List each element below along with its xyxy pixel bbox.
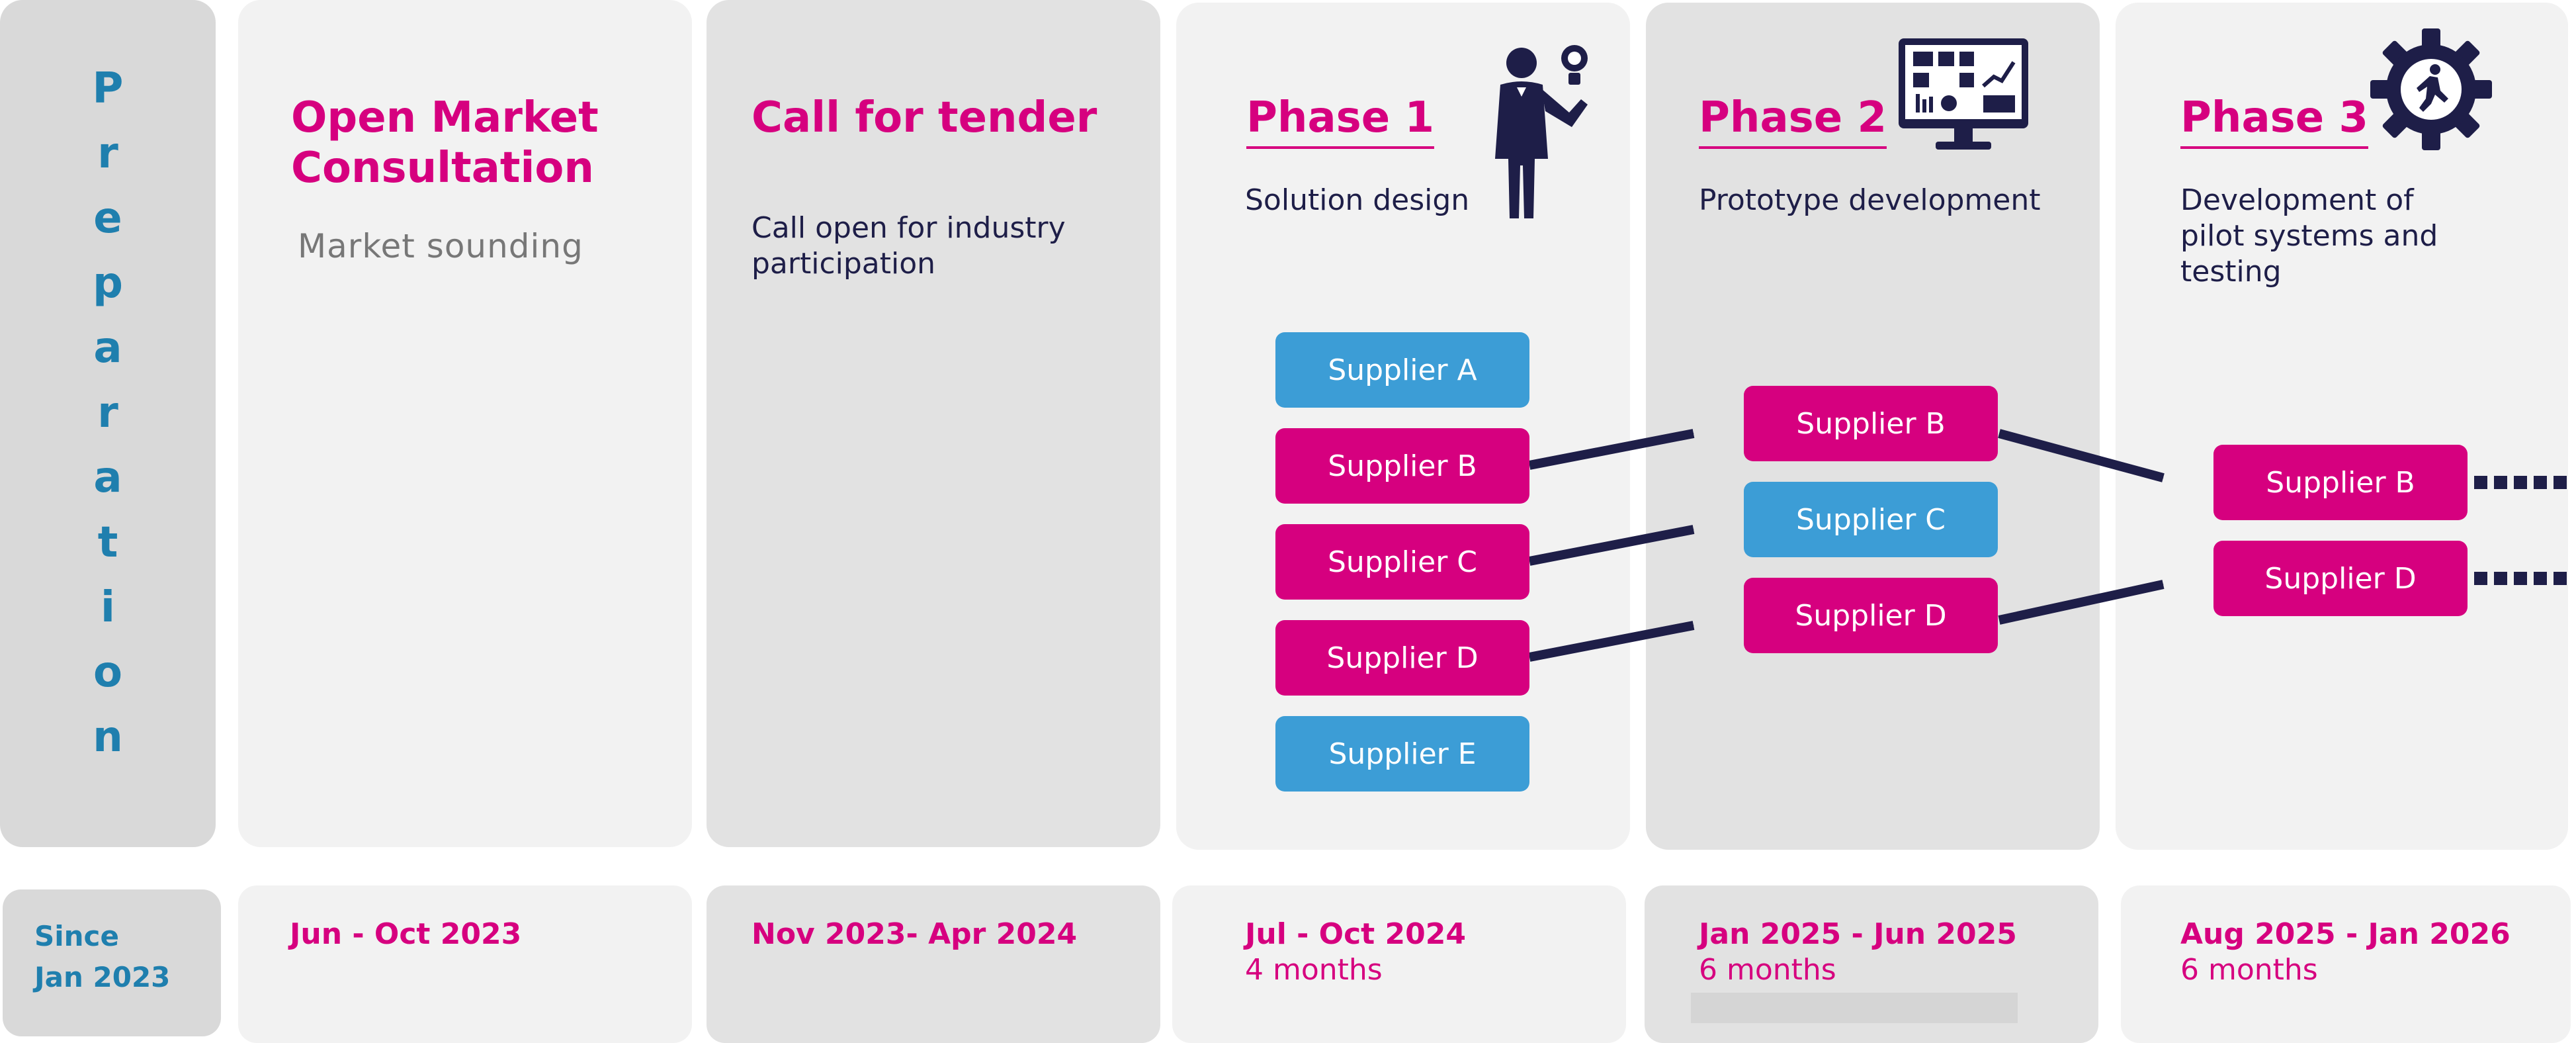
stage-panel-call-for-tender: [707, 0, 1160, 847]
arrow-supplier-d-phase2-to-phase3: [1998, 580, 2165, 625]
stage-title-phase-1: Phase 1: [1246, 93, 1434, 142]
duration-phase-2: 6 months: [1699, 953, 1836, 987]
stage-title-open-market: Open Market Consultation: [291, 93, 599, 193]
stage-title-phase-2: Phase 2: [1699, 93, 1887, 142]
prep-letter: r: [97, 129, 118, 178]
prep-letter: n: [93, 713, 123, 762]
date-panel-phase-3: [2121, 885, 2571, 1043]
phase3-supplier-d: Supplier D: [2213, 541, 2468, 616]
arrow-supplier-b-phase1-to-phase2: [1528, 429, 1695, 470]
phase2-supplier-d: Supplier D: [1744, 578, 1998, 653]
since-label: Since Jan 2023: [34, 920, 171, 993]
phase1-supplier-a: Supplier A: [1275, 332, 1529, 408]
phase2-supplier-b: Supplier B: [1744, 386, 1998, 461]
prep-letter: e: [93, 194, 122, 243]
duration-phase-1: 4 months: [1245, 953, 1383, 987]
arrow-supplier-b-phase2-to-phase3: [1998, 429, 2165, 482]
prep-letter: p: [93, 259, 123, 308]
businessman-idea-icon: [1482, 33, 1601, 218]
stage-title-phase-3: Phase 3: [2180, 93, 2368, 142]
arrow-supplier-d-phase1-to-phase2: [1528, 621, 1695, 662]
prep-letter: o: [93, 648, 122, 697]
stage-panel-phase-3: [2116, 3, 2568, 850]
prep-letter: r: [97, 388, 118, 437]
gear-runner-icon: [2370, 26, 2492, 152]
date-phase-2: Jan 2025 - Jun 2025: [1699, 917, 2017, 951]
since-panel: [3, 889, 221, 1036]
date-call-for-tender: Nov 2023- Apr 2024: [751, 917, 1078, 951]
stage-title-call-for-tender: Call for tender: [751, 93, 1097, 142]
date-panel-call-for-tender: [707, 885, 1160, 1043]
stage-panel-open-market: [238, 0, 692, 847]
prep-letter: P: [92, 64, 124, 113]
date-open-market: Jun - Oct 2023: [290, 917, 522, 951]
preparation-panel: P r e p a r a t i o n: [0, 0, 216, 847]
stage-desc-open-market: Market sounding: [298, 227, 583, 265]
date-panel-phase-1: [1172, 885, 1626, 1043]
stage-panel-phase-1: [1176, 3, 1630, 850]
redacted-bar: [1691, 993, 2018, 1023]
continuation-dots: [2474, 476, 2567, 585]
stage-desc-call-for-tender: Call open for industry participation: [751, 211, 1066, 281]
duration-phase-3: 6 months: [2180, 953, 2318, 987]
prep-letter: i: [101, 583, 115, 632]
phase3-supplier-b: Supplier B: [2213, 445, 2468, 520]
date-phase-1: Jul - Oct 2024: [1245, 917, 1466, 951]
stage-desc-phase-1: Solution design: [1245, 183, 1470, 217]
date-panel-open-market: [238, 885, 692, 1043]
arrow-supplier-c-phase1-to-phase2: [1528, 525, 1695, 566]
prep-letter: t: [97, 518, 118, 567]
phase1-supplier-b: Supplier B: [1275, 428, 1529, 504]
prep-letter: a: [93, 453, 122, 502]
stage-desc-phase-3: Development of pilot systems and testing: [2180, 183, 2438, 289]
flow-arrow: [1528, 429, 2165, 662]
preparation-label: P r e p a r a t i o n: [0, 56, 216, 770]
stage-desc-phase-2: Prototype development: [1699, 183, 2041, 217]
monitor-dashboard-icon: [1899, 38, 2031, 152]
phase1-supplier-c: Supplier C: [1275, 524, 1529, 600]
phase1-supplier-d: Supplier D: [1275, 620, 1529, 696]
prep-letter: a: [93, 324, 122, 373]
phase2-supplier-c: Supplier C: [1744, 482, 1998, 557]
date-phase-3: Aug 2025 - Jan 2026: [2180, 917, 2511, 951]
phase1-supplier-e: Supplier E: [1275, 716, 1529, 792]
